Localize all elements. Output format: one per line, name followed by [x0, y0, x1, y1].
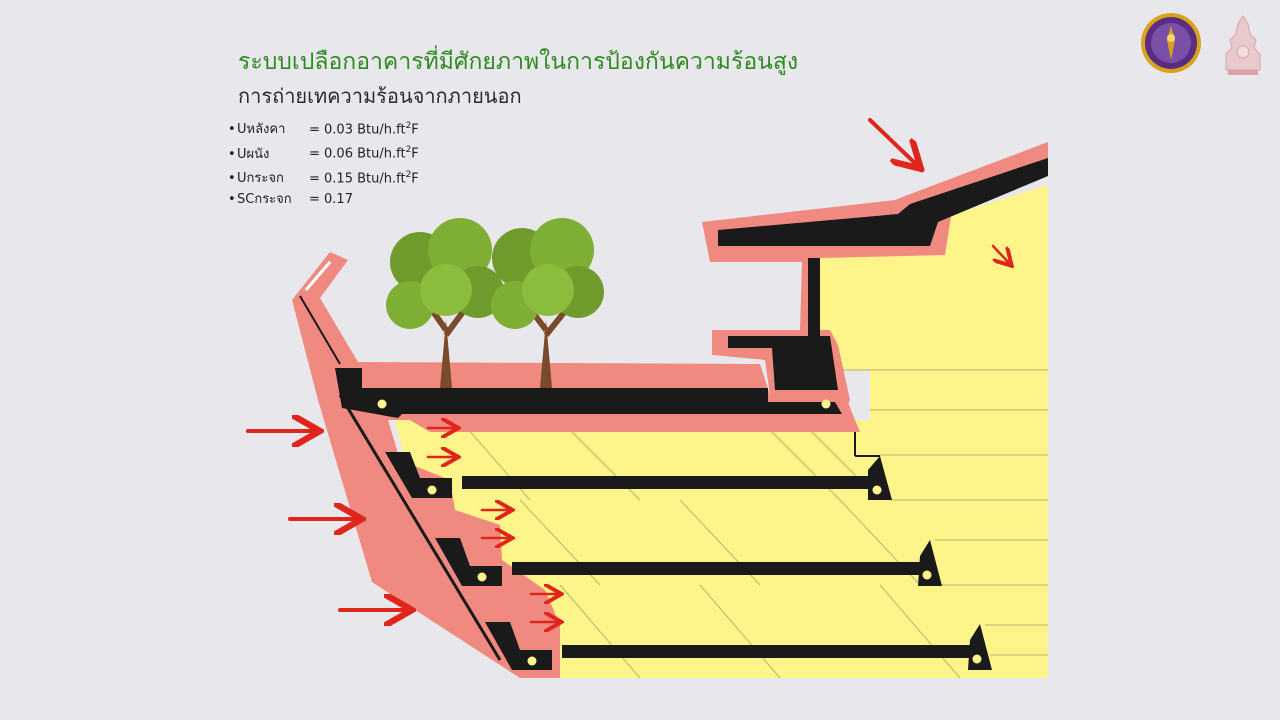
spec-list: •Uหลังคา= 0.03 Btu/h.ft2F •Uผนัง= 0.06 B… [228, 116, 419, 210]
spec-item-wall-u: •Uผนัง = 0.06 Btu/h.ft2F [228, 140, 419, 164]
terrace-insulation [292, 252, 860, 678]
spec-sup: 2 [405, 169, 412, 180]
spec-item-glass-u: •Uกระจก = 0.15 Btu/h.ft2F [228, 165, 419, 189]
spec-label: Uผนัง [237, 146, 270, 162]
spec-bullet: • [228, 170, 236, 186]
spec-value: = 0.06 Btu/h.ft [309, 146, 406, 162]
heat-arrow-icon [868, 118, 918, 166]
upper-roof-structure [718, 158, 1048, 246]
slab-bolt [377, 399, 387, 409]
upper-beam [728, 336, 838, 390]
tree-left [386, 218, 504, 388]
floor-slab-3 [485, 622, 992, 670]
spec-value: = 0.03 Btu/h.ft [309, 122, 406, 138]
spec-label: Uกระจก [237, 170, 284, 186]
floor-slab-2 [435, 538, 942, 586]
spec-item-glass-sc: •SCกระจก = 0.17 [228, 189, 419, 210]
university-emblem-icon [1141, 13, 1201, 73]
heat-arrows-inside [426, 244, 1010, 622]
spec-bullet: • [228, 122, 236, 138]
spec-bullet: • [228, 146, 236, 162]
spec-bullet: • [228, 191, 236, 207]
facade-glass [304, 261, 332, 291]
spec-sup: 2 [405, 145, 412, 156]
spec-item-roof-u: •Uหลังคา = 0.03 Btu/h.ft2F [228, 116, 419, 140]
spec-unit: F [411, 146, 419, 162]
spec-value: = 0.15 Btu/h.ft [309, 170, 406, 186]
faculty-emblem-icon [1225, 15, 1261, 75]
terrace-slab [335, 368, 842, 418]
heat-arrows-outside [246, 118, 918, 610]
spec-value: = 0.17 [309, 191, 353, 207]
spec-unit: F [411, 122, 419, 138]
spec-unit: F [411, 170, 419, 186]
slide-title: ระบบเปลือกอาคารที่มีศักยภาพในการป้องกันค… [238, 49, 799, 75]
slab-bolt [821, 399, 831, 409]
spec-sup: 2 [405, 121, 412, 131]
spec-label: SCกระจก [237, 191, 292, 207]
floor-slab-1 [385, 432, 892, 500]
upper-column [808, 258, 820, 338]
tree-right [491, 218, 604, 388]
slide-subtitle: การถ่ายเทความร้อนจากภายนอก [238, 84, 522, 108]
heat-arrow-icon [991, 244, 1010, 264]
spec-label: Uหลังคา [237, 122, 286, 138]
